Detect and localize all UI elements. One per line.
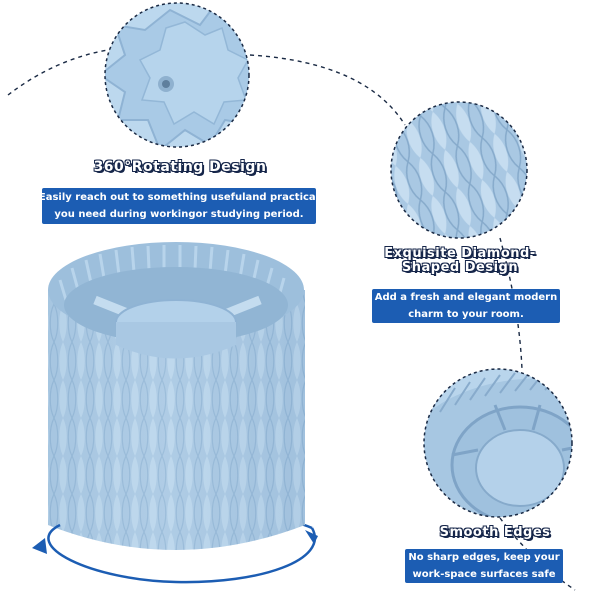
pen-holder-product-image	[32, 242, 318, 584]
feature-title-line: Shaped Design	[401, 259, 519, 275]
feature-description-box: No sharp edges, keep your work-space sur…	[405, 549, 563, 583]
feature-title-line: Exquisite Diamond-	[384, 246, 536, 261]
feature-title: Exquisite Diamond- Shaped Design	[365, 246, 555, 275]
feature-description-box: Easily reach out to something usefuland …	[38, 188, 320, 224]
feature-description-line: work-space surfaces safe	[412, 569, 556, 580]
rotation-arrow-icon	[47, 523, 316, 584]
diamond-texture-detail-image	[391, 102, 527, 238]
rotating-base-detail-image	[105, 3, 249, 147]
feature-description-line: you need during workingor studying perio…	[54, 209, 304, 220]
dashed-connector	[249, 54, 406, 126]
feature-description-box: Add a fresh and elegant modern charm to …	[372, 289, 560, 323]
feature-description-line: Easily reach out to something usefuland …	[38, 192, 320, 203]
feature-title: Smooth Edges	[439, 525, 551, 540]
feature-description-line: No sharp edges, keep your	[408, 552, 560, 563]
dashed-connector	[7, 47, 131, 96]
smooth-edge-detail-image	[424, 369, 572, 517]
feature-description-line: Add a fresh and elegant modern	[374, 292, 558, 303]
feature-description-line: charm to your room.	[408, 309, 524, 320]
feature-title: 360°Rotating Design	[93, 159, 267, 175]
